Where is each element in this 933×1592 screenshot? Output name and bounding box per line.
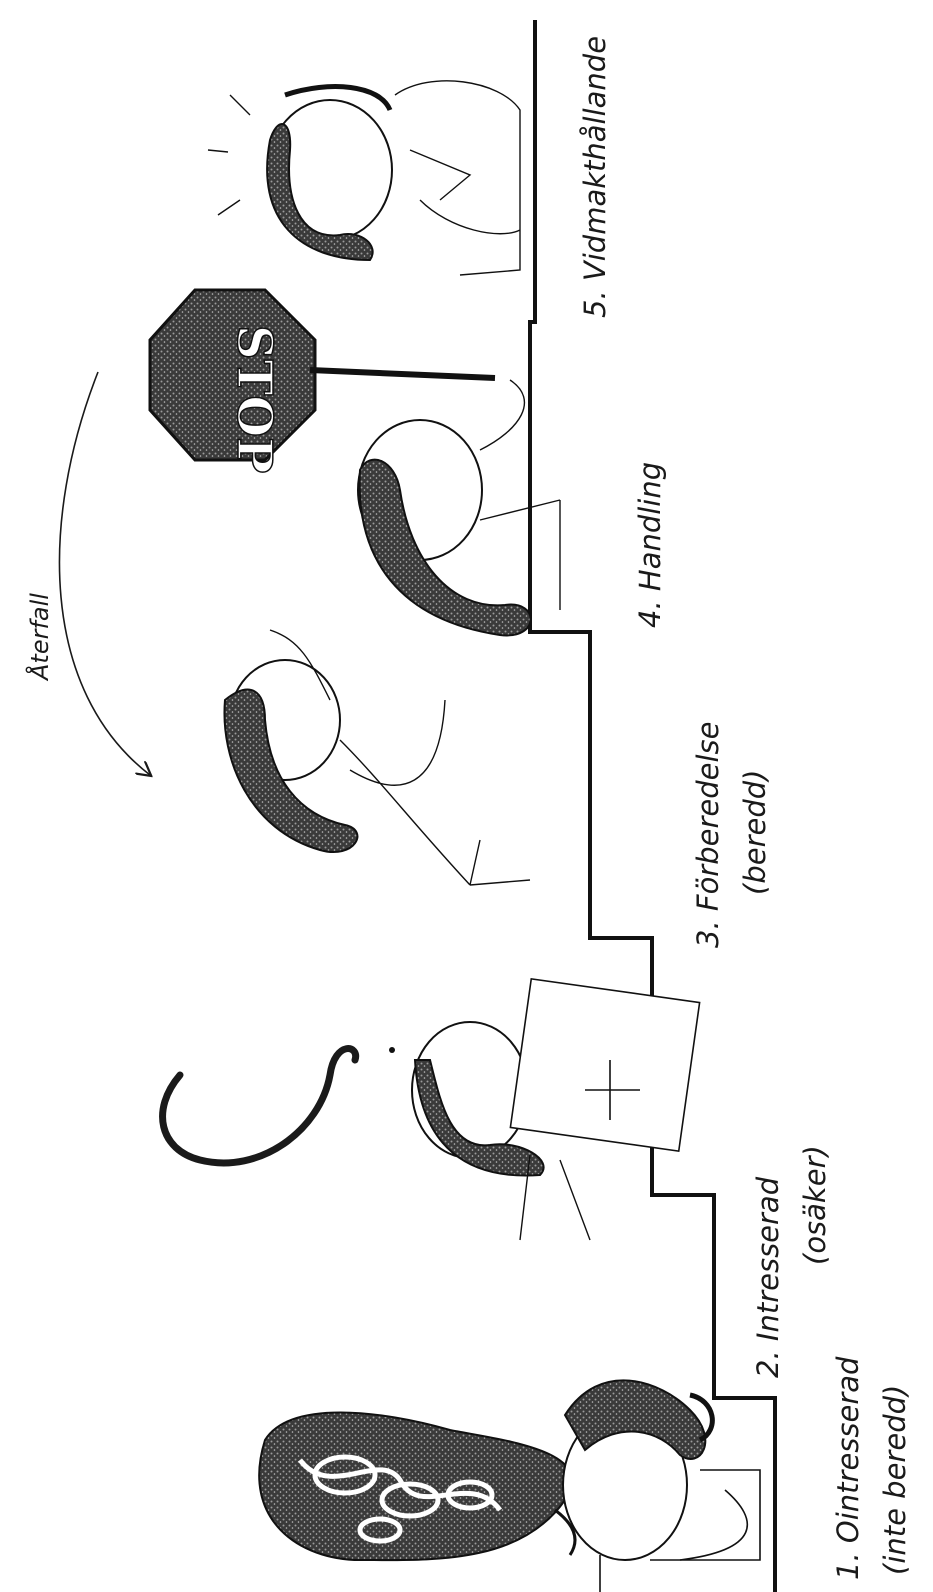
figure-2-interested (163, 979, 700, 1240)
box (510, 979, 699, 1151)
stop-sign-pole (310, 370, 495, 378)
body (480, 380, 560, 610)
body (395, 81, 520, 275)
figure-4-action: STOP (150, 290, 560, 635)
stage-label-3: 3. Förberedelse (beredd) (691, 721, 772, 948)
figure-3-preparation (224, 630, 530, 885)
glow-lines (208, 95, 250, 215)
stage-4-title: 4. Handling (633, 462, 667, 628)
stage-label-1: 1. Ointresserad (inte beredd) (831, 1356, 912, 1580)
question-mark (163, 1049, 356, 1163)
stage-3-title: 3. Förberedelse (691, 721, 725, 948)
stage-1-title: 1. Ointresserad (831, 1356, 865, 1580)
figure-1-uninterested (259, 1380, 760, 1592)
stage-5-title: 5. Vidmakthållande (578, 36, 612, 318)
relapse-label: Återfall (25, 593, 54, 682)
stage-3-subtitle: (beredd) (738, 770, 772, 895)
stop-sign-text: STOP (226, 325, 282, 473)
stage-1-subtitle: (inte beredd) (878, 1385, 912, 1575)
relapse-arrow (59, 372, 150, 775)
figure-5-maintenance (208, 81, 520, 275)
stage-2-title: 2. Intresserad (751, 1176, 785, 1378)
stage-label-5: 5. Vidmakthållande (578, 36, 612, 318)
stage-2-subtitle: (osäker) (798, 1145, 832, 1265)
stage-label-4: 4. Handling (633, 462, 667, 628)
stage-label-2: 2. Intresserad (osäker) (751, 1145, 832, 1378)
arm (680, 1490, 747, 1560)
